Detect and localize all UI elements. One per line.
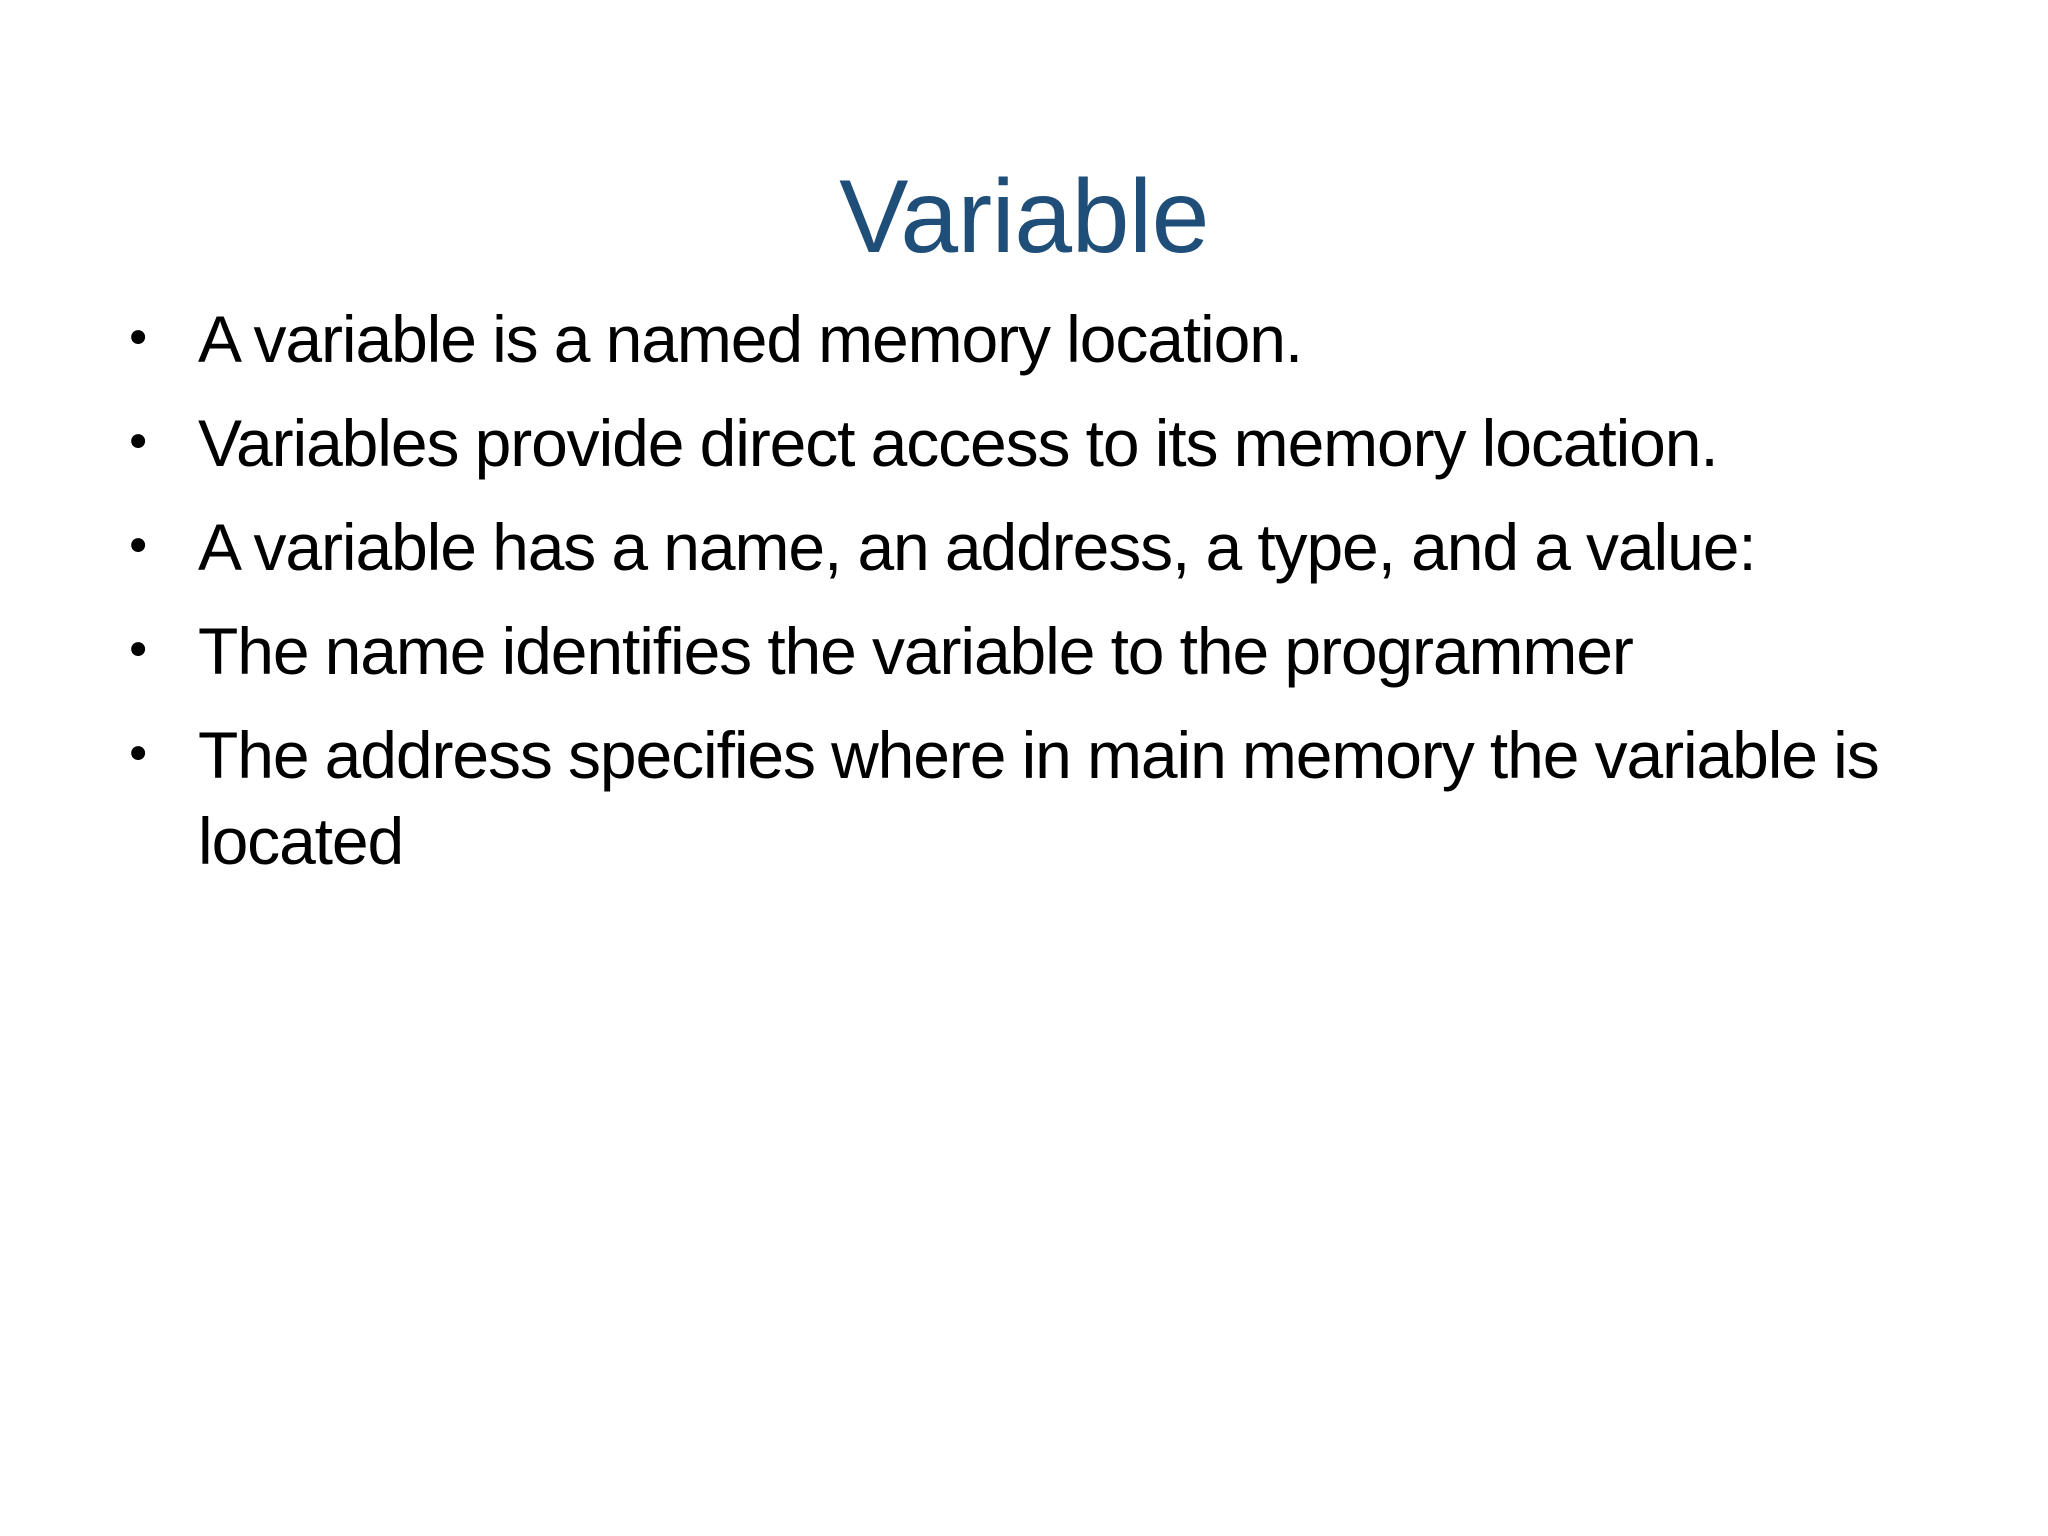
list-item[interactable]: • A variable has a name, an address, a t… (110, 504, 1970, 590)
list-item-label: The name identifies the variable to the … (198, 614, 1634, 688)
bullet-point-icon: • (124, 415, 153, 471)
bullet-point-icon: • (124, 727, 153, 783)
bullet-list: • A variable is a named memory location.… (110, 296, 1970, 902)
list-item-label: The address specifies where in main memo… (198, 718, 1880, 878)
list-item-label: A variable is a named memory location. (198, 302, 1303, 376)
list-item-label: Variables provide direct access to its m… (198, 406, 1719, 480)
list-item[interactable]: • Variables provide direct access to its… (110, 400, 1970, 486)
bullet-point-icon: • (124, 311, 153, 367)
list-item[interactable]: • The name identifies the variable to th… (110, 608, 1970, 694)
page-title: Variable (839, 158, 1209, 275)
bullet-point-icon: • (124, 623, 153, 679)
list-item[interactable]: • The address specifies where in main me… (110, 712, 1970, 884)
list-item-label: A variable has a name, an address, a typ… (198, 510, 1757, 584)
list-item[interactable]: • A variable is a named memory location. (110, 296, 1970, 382)
bullet-point-icon: • (124, 519, 153, 575)
